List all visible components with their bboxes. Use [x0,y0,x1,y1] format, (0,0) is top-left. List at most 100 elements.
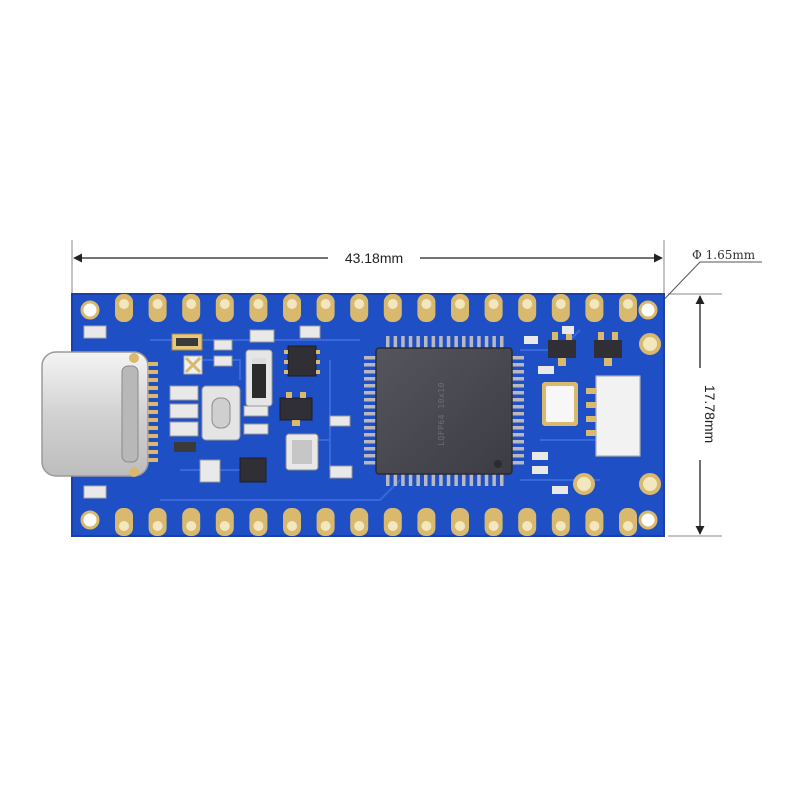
mcu-lead [393,336,398,348]
header-pin-bottom [619,508,637,536]
mcu-lead [512,447,524,451]
mcu-chip-marking: LQFP64 10x10 [437,382,446,446]
mcu-lead [512,419,524,423]
header-pin-bottom [417,508,436,536]
mcu-lead [364,405,376,409]
mcu-lead [512,412,524,416]
mounting-hole-top-left [80,300,100,320]
mcu-lead [424,336,428,348]
header-pins-bottom [115,508,637,536]
header-pin-bottom [451,508,469,536]
mcu-lead [364,370,376,374]
mcu-lead [484,474,489,486]
jst-connector [586,375,641,457]
reset-button[interactable] [201,385,241,441]
mcu-lead [424,474,428,486]
mcu-lead [364,419,376,423]
header-pin-top [551,294,570,322]
header-pin-bottom [115,508,133,536]
mcu-lead [512,377,524,381]
header-pin-top [585,294,604,322]
mcu-lead [416,336,420,348]
right-side-ics [538,326,622,374]
mcu-lead [439,474,443,486]
header-pin-top [383,294,402,322]
header-pin-bottom [518,508,537,536]
mcu-lead [469,474,474,486]
header-pin-bottom [383,508,402,536]
header-pin-top [518,294,537,322]
mcu-lead [512,433,524,437]
height-dimension: 17.78mm [668,293,722,537]
mcu-lead [484,336,489,348]
mcu-pin1-dot [494,460,502,468]
header-pin-top [417,294,436,322]
mcu-lead [462,474,466,486]
mcu-lead [500,336,504,348]
diode-component [245,349,273,407]
crystal-oscillator [285,433,319,471]
extra-pads-right [573,333,661,495]
sensor-component [542,382,578,426]
header-pin-top [619,294,637,322]
header-pin-bottom [551,508,570,536]
header-pin-top [215,294,234,322]
mcu-lead [364,391,376,395]
mcu-lead [364,412,376,416]
usb-c-mount-pad-top [129,353,139,363]
mcu-chip: LQFP64 10x10 [364,336,524,486]
mcu-lead [454,474,458,486]
header-pin-bottom [316,508,335,536]
header-pin-top [283,294,301,322]
mounting-hole-bottom-right [638,510,658,530]
mcu-lead [469,336,474,348]
mcu-lead [446,336,451,348]
usb-c-opening [121,365,139,463]
height-label: 17.78mm [702,385,718,443]
mcu-lead [454,336,458,348]
mcu-lead [512,461,524,465]
mcu-lead [364,363,376,367]
small-ic-bottom [239,457,267,483]
mcu-lead [431,336,436,348]
mcu-lead [431,474,436,486]
header-pin-bottom [249,508,268,536]
mcu-lead [512,356,524,360]
mcu-lead [492,336,496,348]
mcu-lead [364,461,376,465]
usb-c-mount-pad-bottom [129,467,139,477]
header-pin-top [249,294,268,322]
mcu-chip-body [375,347,513,475]
mcu-lead [364,356,376,360]
mcu-lead [512,454,524,458]
header-pin-bottom [350,508,369,536]
mounting-hole-top-right [638,300,658,320]
header-pin-bottom [484,508,503,536]
right-passives [524,336,568,494]
mcu-lead [364,433,376,437]
usb-c-contacts [148,362,158,462]
mcu-lead [416,474,420,486]
mcu-lead [364,384,376,388]
header-pin-top [115,294,133,322]
mcu-lead [512,384,524,388]
mcu-chip-pins [364,336,524,486]
header-pin-bottom [283,508,301,536]
mcu-lead [512,363,524,367]
small-ic-top [284,345,320,377]
mcu-lead [477,336,481,348]
mcu-lead [408,336,413,348]
hole-diameter-label: Φ 1.65mm [692,248,756,262]
mounting-hole-bottom-left [80,510,100,530]
mcu-lead [512,398,524,402]
mcu-lead [401,336,405,348]
mcu-lead [512,370,524,374]
small-ic-middle [279,392,313,426]
header-pin-bottom [182,508,201,536]
reset-button-cap [211,397,231,429]
mcu-lead [364,398,376,402]
mcu-lead [364,377,376,381]
mounting-holes [80,300,658,530]
hole-diameter-callout: Φ 1.65mm [651,248,762,313]
jst-connector-body [595,375,641,457]
